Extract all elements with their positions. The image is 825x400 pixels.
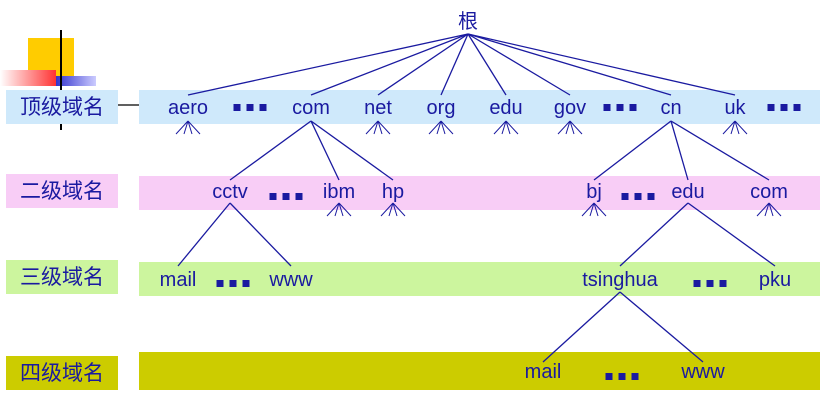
tld-net: net [364, 97, 392, 119]
third-www: www [269, 269, 313, 291]
ellipsis-second-1 [269, 193, 303, 200]
sld-hp: hp [381, 181, 405, 203]
sld-ibm: ibm [322, 181, 356, 203]
band-level-4 [6, 356, 118, 390]
ellipsis-second-2 [621, 193, 655, 200]
level-label-second: 二级域名 [20, 179, 104, 203]
band-level-2 [6, 174, 118, 208]
tld-org: org [426, 97, 456, 119]
sld-com: com [750, 181, 788, 203]
level-label-third: 三级域名 [20, 265, 104, 289]
decor-vertical-line [60, 30, 62, 130]
band-level-3-main [139, 262, 820, 296]
band-level-4-main [139, 352, 820, 390]
third-mail: mail [159, 269, 197, 291]
sld-edu: edu [671, 181, 705, 203]
ellipsis-top-2 [603, 104, 637, 111]
root-node: 根 [458, 9, 478, 33]
band-level-3 [6, 260, 118, 294]
sld-bj: bj [586, 181, 602, 203]
third-tsinghua: tsinghua [582, 269, 658, 291]
ellipsis-third-2 [693, 280, 727, 287]
decor-blue-bar [56, 76, 96, 86]
ellipsis-top-1 [233, 104, 267, 111]
third-pku: pku [758, 269, 792, 291]
band-level-2-main [139, 176, 820, 210]
tld-cn: cn [660, 97, 682, 119]
tld-aero: aero [167, 97, 209, 119]
level-label-fourth: 四级域名 [20, 361, 104, 385]
tld-com: com [292, 97, 330, 119]
fourth-mail: mail [524, 361, 562, 383]
ellipsis-fourth-1 [605, 373, 639, 380]
level-label-top: 顶级域名 [20, 95, 104, 119]
decor-red-bar [0, 70, 56, 86]
tld-gov: gov [553, 97, 587, 119]
sld-cctv: cctv [212, 181, 248, 203]
band-level-1 [6, 90, 118, 124]
tld-uk: uk [724, 97, 746, 119]
tld-edu: edu [489, 97, 523, 119]
ellipsis-third-1 [216, 280, 250, 287]
fourth-www: www [681, 361, 725, 383]
ellipsis-top-3 [767, 104, 801, 111]
